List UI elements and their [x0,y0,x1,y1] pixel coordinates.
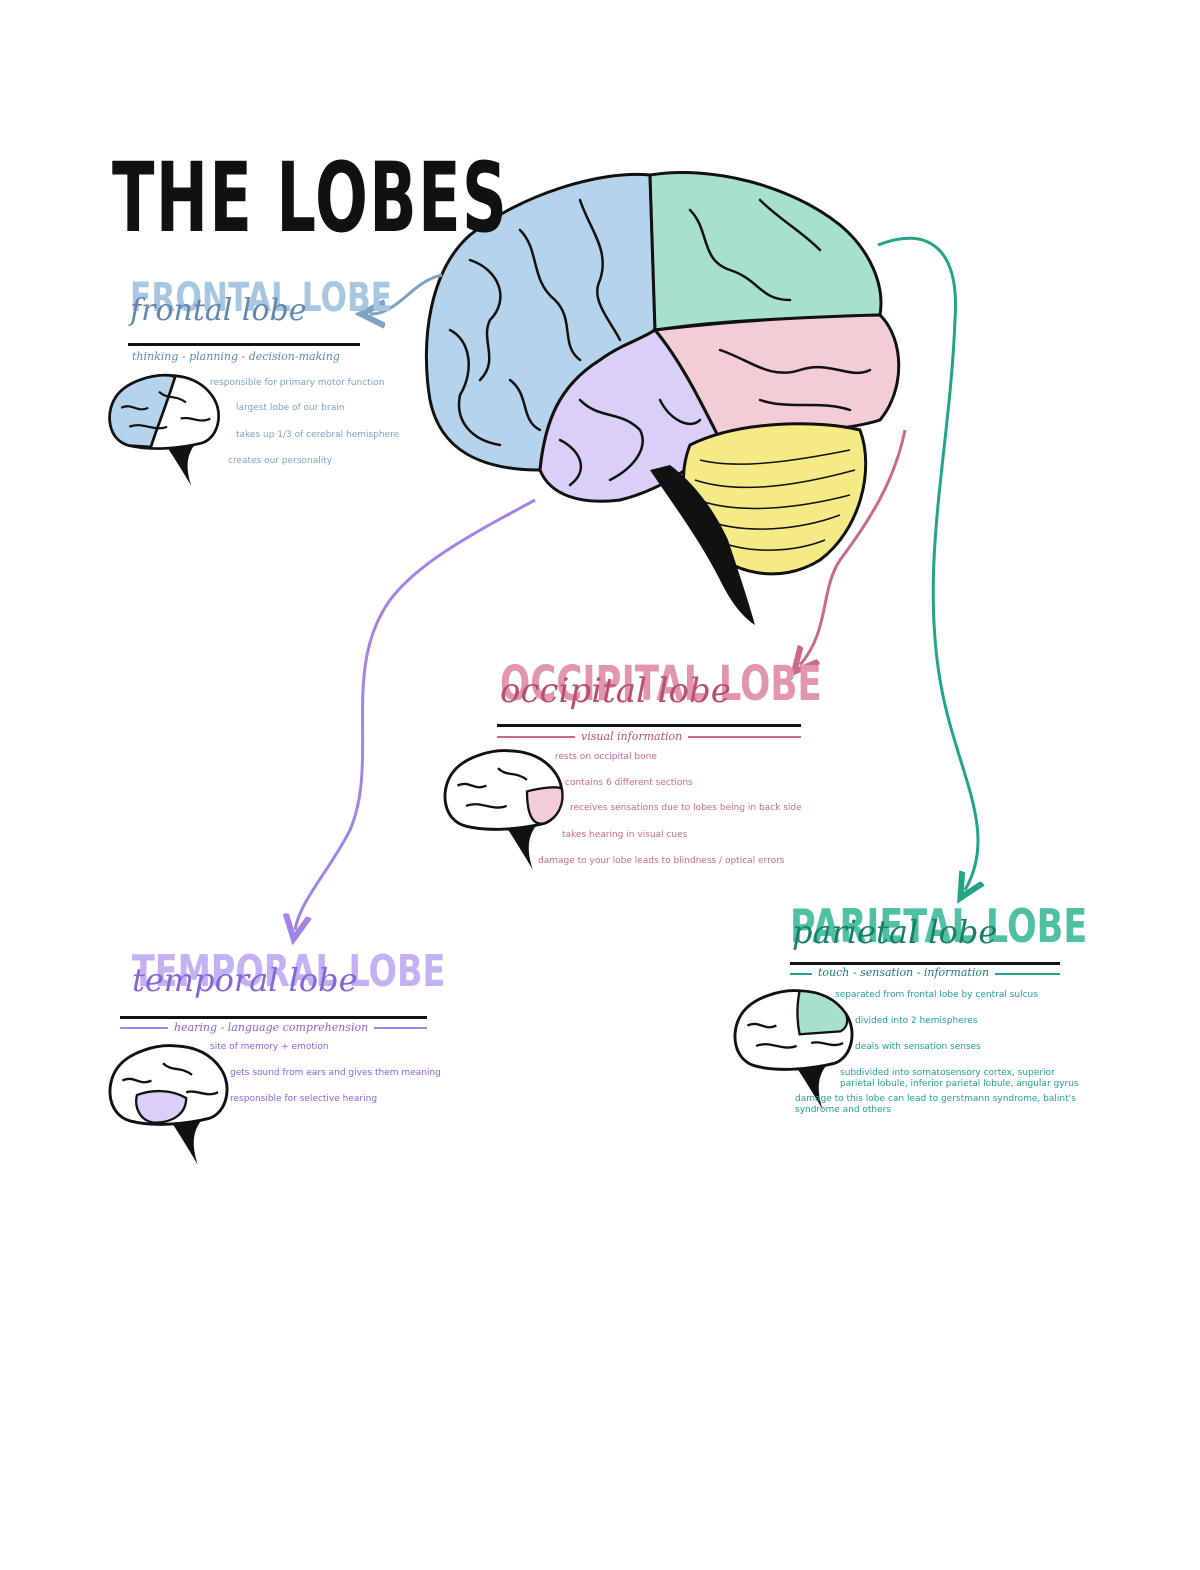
frontal-lobe-heading: FRONTAL LOBE [130,275,393,321]
temporal-fact: gets sound from ears and gives them mean… [230,1068,441,1078]
temporal-lobe-rule [120,1016,427,1019]
frontal-fact: responsible for primary motor function [210,378,385,388]
occipital-lobe-rule [497,724,801,727]
occipital-fact: takes hearing in visual cues [562,830,688,840]
frontal-small-brain [108,373,220,487]
brain-stem [650,465,755,625]
parietal-lobe-script: parietal lobe [792,913,998,951]
parietal-lobe-subtitle: touch - sensation - information [812,966,996,979]
page-title: THE LOBES [112,142,509,254]
temporal-fact: site of memory + emotion [210,1042,329,1052]
frontal-fact: creates our personality [228,456,333,466]
temporal-lobe-heading: TEMPORAL LOBE [132,946,446,997]
temporal-arrow [295,498,536,930]
temporal-lobe-subtitle: hearing - language comprehension [168,1021,375,1034]
main-brain-illustration [424,171,901,625]
temporal-fact: responsible for selective hearing [230,1094,378,1104]
parietal-region [648,171,883,332]
parietal-small-brain [733,989,854,1110]
occipital-lobe-heading: OCCIPITAL LOBE [500,656,822,712]
parietal-arrow [877,236,978,890]
parietal-fact: deals with sensation senses [855,1042,981,1052]
parietal-lobe-rule [790,962,1060,965]
occipital-lobe-subtitle: visual information [575,730,689,743]
frontal-arrow [370,273,443,314]
parietal-fact: separated from frontal lobe by central s… [835,990,1038,1000]
occipital-fact: damage to your lobe leads to blindness /… [538,856,785,866]
frontal-fact: largest lobe of our brain [236,403,345,413]
occipital-fact: contains 6 different sections [565,778,693,788]
frontal-lobe-script: frontal lobe [130,293,307,328]
occipital-small-brain [443,749,564,870]
occipital-arrow [800,429,907,665]
occipital-lobe-script: occipital lobe [500,671,731,711]
parietal-fact: subdivided into somatosensory cortex, su… [840,1068,1079,1089]
parietal-fact: divided into 2 hemispheres [855,1016,978,1026]
temporal-lobe-script: temporal lobe [132,961,358,999]
parietal-fact: damage to this lobe can lead to gerstman… [795,1094,1076,1115]
frontal-fact: takes up 1/3 of cerebral hemisphere [236,430,400,440]
frontal-lobe-rule [128,343,360,346]
temporal-region [538,328,722,503]
parietal-lobe-heading: PARIETAL LOBE [790,899,1088,953]
occipital-fact: receives sensations due to lobes being i… [570,803,802,813]
temporal-small-brain [108,1044,229,1165]
occipital-fact: rests on occipital bone [555,752,657,762]
frontal-lobe-subtitle: thinking - planning - decision-making [132,350,340,363]
